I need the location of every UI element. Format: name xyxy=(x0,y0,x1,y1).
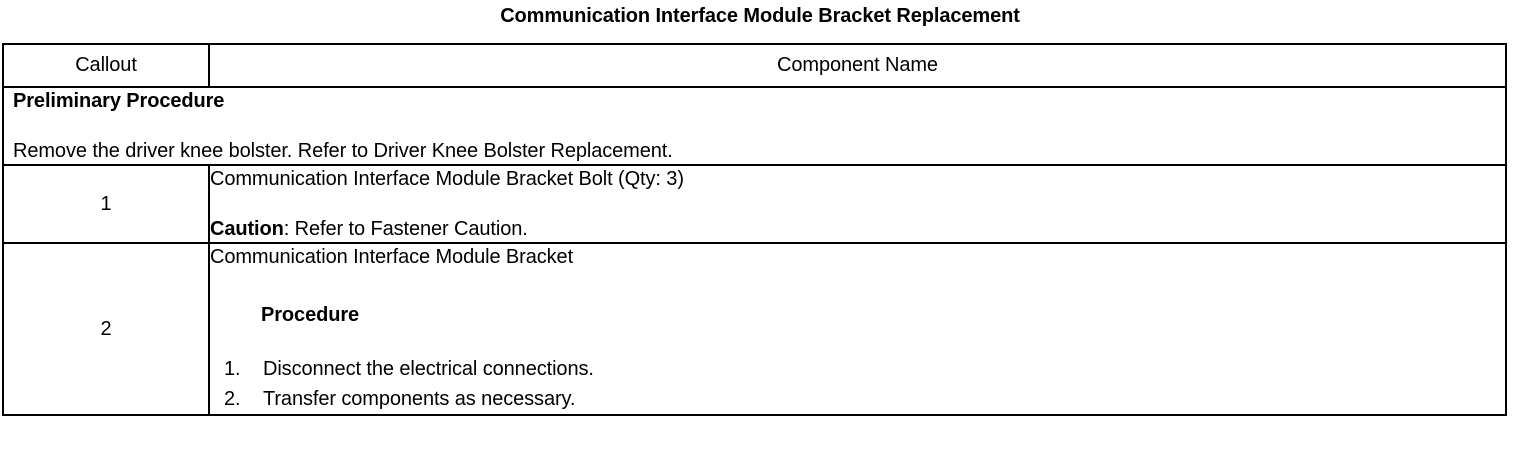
component-spec-table: Callout Component Name Preliminary Proce… xyxy=(2,43,1507,416)
step-text: Transfer components as necessary. xyxy=(263,388,576,410)
preliminary-procedure-row: Preliminary Procedure Remove the driver … xyxy=(2,86,1507,166)
caution-label: Caution xyxy=(210,218,284,240)
procedure-step-list: 1. Disconnect the electrical connections… xyxy=(210,328,1505,414)
callout-number-1: 1 xyxy=(2,164,210,244)
preliminary-procedure-text: Remove the driver knee bolster. Refer to… xyxy=(13,140,673,162)
callout-number-2: 2 xyxy=(2,242,210,416)
step-text: Disconnect the electrical connections. xyxy=(263,358,594,380)
component-cell-1: Communication Interface Module Bracket B… xyxy=(208,164,1507,244)
component-name-2: Communication Interface Module Bracket xyxy=(210,246,574,268)
page-title: Communication Interface Module Bracket R… xyxy=(500,5,1020,27)
spec-table-wrapper: Callout Component Name Preliminary Proce… xyxy=(2,43,1507,416)
caution-text: : Refer to Fastener Caution. xyxy=(283,218,528,240)
component-cell-2: Communication Interface Module Bracket P… xyxy=(208,242,1507,416)
preliminary-procedure-cell: Preliminary Procedure Remove the driver … xyxy=(2,86,1507,166)
procedure-heading: Procedure xyxy=(261,304,360,326)
step-marker: 2. xyxy=(224,388,241,410)
list-item: 1. Disconnect the electrical connections… xyxy=(210,354,1505,384)
table-row: 2 Communication Interface Module Bracket… xyxy=(2,242,1507,416)
column-header-component-name: Component Name xyxy=(208,43,1507,88)
column-header-callout: Callout xyxy=(2,43,210,88)
list-item: 2. Transfer components as necessary. xyxy=(210,384,1505,414)
component-name-1: Communication Interface Module Bracket B… xyxy=(210,168,684,190)
step-marker: 1. xyxy=(224,358,241,380)
table-header-row: Callout Component Name xyxy=(2,43,1507,88)
preliminary-procedure-heading: Preliminary Procedure xyxy=(13,90,225,112)
table-row: 1 Communication Interface Module Bracket… xyxy=(2,164,1507,244)
caution-note-1: Caution: Refer to Fastener Caution. xyxy=(210,192,1505,242)
